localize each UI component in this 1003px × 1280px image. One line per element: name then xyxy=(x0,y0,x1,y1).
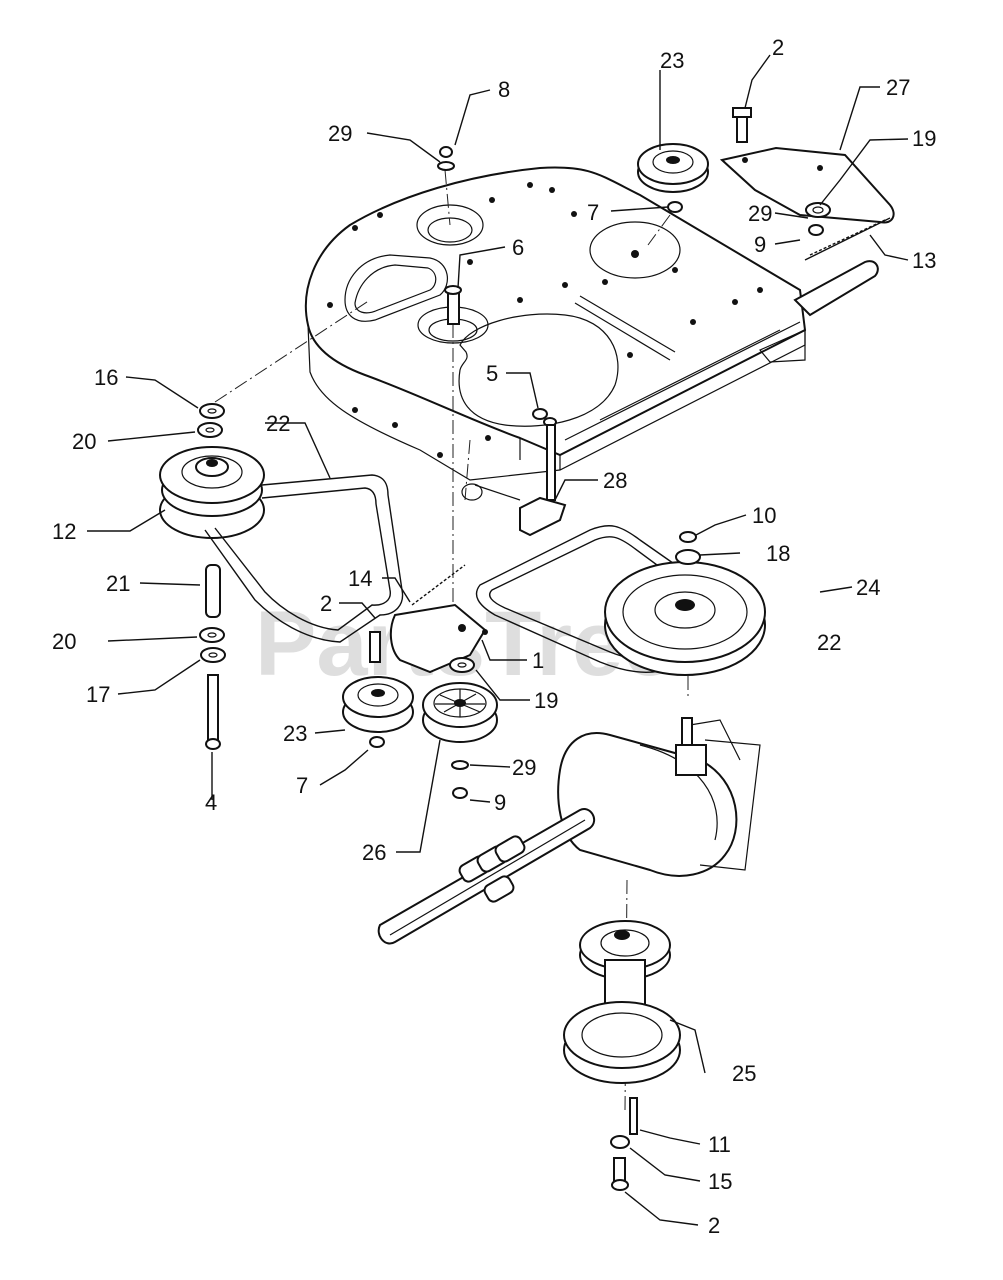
callout-28: 28 xyxy=(603,468,627,493)
bolt-2-mid xyxy=(369,631,381,663)
callout-21: 21 xyxy=(106,571,130,596)
callout-10: 10 xyxy=(752,503,776,528)
callout-11: 11 xyxy=(708,1132,731,1157)
washer-15 xyxy=(610,1135,630,1149)
callout-29-lower: 29 xyxy=(512,755,536,780)
callout-leaders xyxy=(87,54,909,1226)
large-pulley xyxy=(604,561,766,676)
nut-washer-stack-right xyxy=(805,202,831,236)
nut-10 xyxy=(679,531,697,543)
callout-27: 27 xyxy=(886,75,910,100)
callout-19-mid: 19 xyxy=(534,688,558,713)
callout-20-lower: 20 xyxy=(52,629,76,654)
deck-axle-tube xyxy=(759,260,879,363)
key-11 xyxy=(629,1097,638,1135)
spring-right xyxy=(804,217,891,261)
transaxle xyxy=(377,717,761,945)
idler-arm-1 xyxy=(389,603,488,674)
transaxle-pulley-25 xyxy=(563,920,681,1084)
idler-pulley-top xyxy=(637,143,709,193)
callout-12: 12 xyxy=(52,519,76,544)
callout-25: 25 xyxy=(732,1061,756,1086)
nut-top-left xyxy=(437,146,455,171)
belt-guide-bracket xyxy=(461,424,567,537)
double-pulley-12 xyxy=(159,446,265,539)
callout-6: 6 xyxy=(512,235,524,260)
nut-deck xyxy=(667,201,683,213)
callout-4: 4 xyxy=(205,790,217,815)
callout-23-lower: 23 xyxy=(283,721,307,746)
callout-2-bottom: 2 xyxy=(708,1213,720,1238)
callout-15: 15 xyxy=(708,1169,732,1194)
callout-18: 18 xyxy=(766,541,790,566)
callout-7-lower: 7 xyxy=(296,773,308,798)
nut-7-lower xyxy=(369,736,385,748)
deck-rivets xyxy=(327,182,763,458)
washer-19-mid xyxy=(449,657,475,673)
bolt-4 xyxy=(205,674,221,750)
callout-14: 14 xyxy=(348,566,372,591)
callout-16: 16 xyxy=(94,365,118,390)
spacer-21 xyxy=(205,564,221,618)
callout-2-top: 2 xyxy=(772,35,784,60)
callout-22-right: 22 xyxy=(817,630,841,655)
washer-20-lower xyxy=(199,627,225,643)
flat-idler-26 xyxy=(422,682,498,743)
washer-17 xyxy=(200,647,226,663)
callout-labels: 2 23 27 19 8 29 7 29 9 13 6 16 5 20 22 2… xyxy=(52,35,936,1238)
bolt-top xyxy=(732,107,752,143)
callout-22-left: 22 xyxy=(266,411,290,436)
callout-24: 24 xyxy=(856,575,880,600)
belt-22-left xyxy=(204,474,404,643)
callout-2-mid: 2 xyxy=(320,591,332,616)
callout-19-top: 19 xyxy=(912,126,936,151)
deck-plate xyxy=(304,166,807,481)
callout-20-upper: 20 xyxy=(72,429,96,454)
callout-17: 17 xyxy=(86,682,110,707)
washer-16 xyxy=(199,403,225,419)
callout-13: 13 xyxy=(912,248,936,273)
washer-18 xyxy=(675,549,701,565)
callout-26: 26 xyxy=(362,840,386,865)
spring-14 xyxy=(411,564,466,606)
callout-5: 5 xyxy=(486,361,498,386)
callout-29-right: 29 xyxy=(748,201,772,226)
callout-9-lower: 9 xyxy=(494,790,506,815)
washer-20-upper xyxy=(197,422,223,438)
callout-7-top: 7 xyxy=(587,200,599,225)
washer-29-lower xyxy=(451,760,469,770)
shoulder-bolt-center xyxy=(444,285,462,325)
callout-8: 8 xyxy=(498,77,510,102)
callout-23-top: 23 xyxy=(660,48,684,73)
callout-29-top: 29 xyxy=(328,121,352,146)
callout-9-right: 9 xyxy=(754,232,766,257)
nut-9-lower xyxy=(452,787,468,799)
idler-pulley-23-lower xyxy=(342,676,414,733)
callout-1: 1 xyxy=(532,648,544,673)
bolt-2-bottom xyxy=(611,1157,629,1191)
